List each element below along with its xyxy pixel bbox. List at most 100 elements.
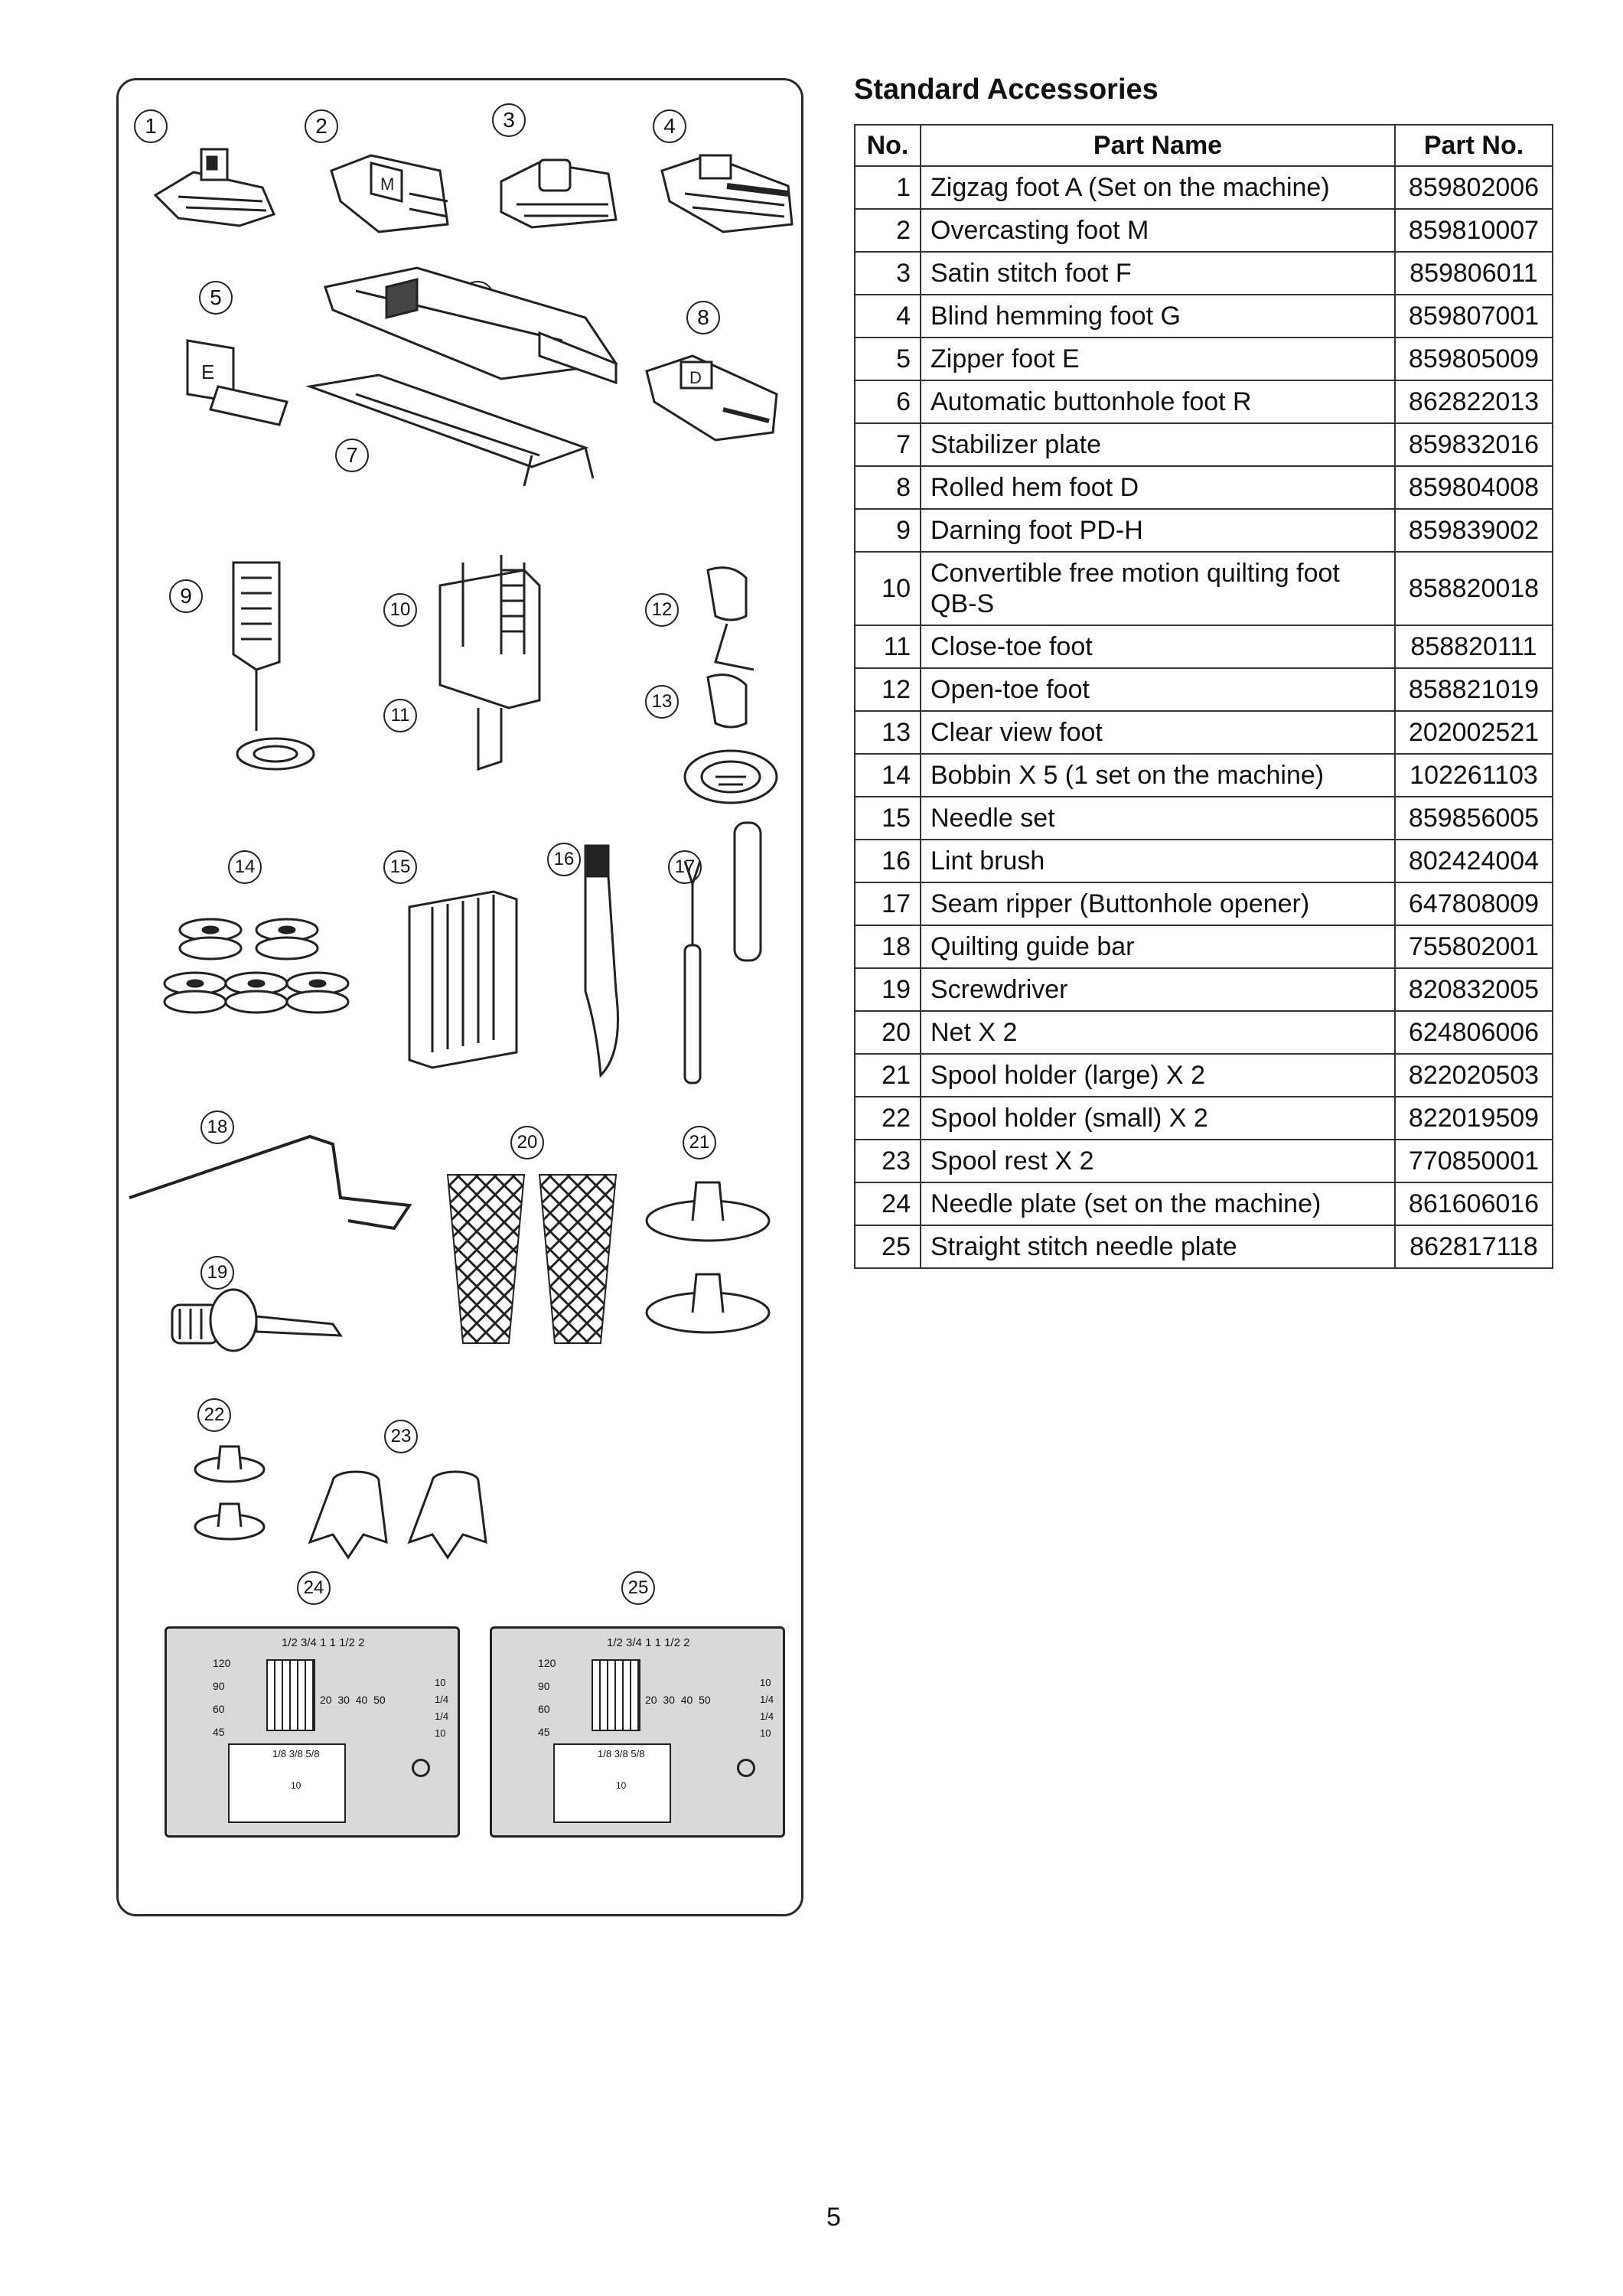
needle-plate-bottom-scale: 20 30 40 50 (320, 1694, 386, 1706)
table-cell-part-no: 859802006 (1394, 165, 1553, 210)
scale-label: 40 (680, 1694, 693, 1706)
callout-11: 11 (383, 699, 417, 732)
scale-label: 1/8 (272, 1748, 287, 1760)
scale-label: 1/2 (282, 1636, 298, 1649)
callout-7: 7 (335, 439, 369, 472)
table-cell-part-no: 859807001 (1394, 294, 1553, 338)
scale-label: 1/8 (598, 1748, 612, 1760)
scale-label: 1/4 (435, 1711, 449, 1722)
scale-label: 1/4 (760, 1694, 774, 1705)
needle-plate-fraction-scale: 1/2 3/4 1 1 1/2 2 (282, 1636, 364, 1649)
header-part-no: Part No. (1394, 124, 1553, 167)
table-cell-no: 14 (854, 753, 921, 797)
scale-label: 1 1/2 (329, 1636, 355, 1649)
feed-dog-slot (592, 1659, 640, 1731)
scale-label: 5/8 (305, 1748, 320, 1760)
scale-label: 3/4 (301, 1636, 317, 1649)
table-cell-part-name: Open-toe foot (920, 667, 1396, 712)
accessories-illustration-panel: 1 2 3 4 5 6 7 8 9 10 11 12 13 14 15 16 1… (116, 78, 803, 1916)
table-cell-part-no: 859839002 (1394, 508, 1553, 553)
bobbins-illustration (163, 918, 350, 1014)
table-header-row: No. Part Name Part No. (854, 124, 1553, 167)
table-cell-no: 25 (854, 1225, 921, 1269)
table-cell-part-name: Spool rest X 2 (920, 1139, 1396, 1183)
callout-23: 23 (384, 1420, 418, 1453)
table-cell-part-no: 858821019 (1394, 667, 1553, 712)
scale-label: 30 (337, 1694, 350, 1706)
table-cell-part-name: Close-toe foot (920, 625, 1396, 669)
nets-illustration (446, 1174, 618, 1344)
callout-2: 2 (305, 109, 338, 143)
table-cell-part-no: 858820111 (1394, 625, 1553, 669)
blind-hemming-foot-illustration (660, 154, 794, 233)
table-cell-part-name: Automatic buttonhole foot R (920, 380, 1396, 424)
table-cell-part-no: 822019509 (1394, 1096, 1553, 1140)
scale-label: 5/8 (631, 1748, 645, 1760)
overcasting-foot-illustration: M (330, 154, 449, 233)
scale-label: 45 (213, 1726, 225, 1738)
scale-label: 10 (616, 1780, 627, 1791)
scale-label: 10 (760, 1727, 771, 1739)
zipper-foot-illustration: E (186, 339, 288, 426)
scale-label: 1 (645, 1636, 652, 1649)
table-cell-no: 7 (854, 422, 921, 467)
scale-label: 10 (435, 1727, 446, 1739)
table-cell-part-name: Seam ripper (Buttonhole opener) (920, 882, 1396, 926)
scale-label: 3/8 (288, 1748, 303, 1760)
table-cell-part-no: 820832005 (1394, 967, 1553, 1012)
table-cell-part-name: Needle set (920, 796, 1396, 840)
screw-hole (412, 1759, 430, 1777)
svg-text:D: D (689, 368, 702, 387)
table-cell-part-name: Net X 2 (920, 1010, 1396, 1055)
straight-stitch-needle-plate-illustration: 1/2 3/4 1 1 1/2 2 120 90 60 45 20 30 40 … (490, 1626, 785, 1838)
scale-label: 1/2 (607, 1636, 623, 1649)
table-cell-part-name: Straight stitch needle plate (920, 1225, 1396, 1269)
svg-text:M: M (380, 174, 394, 194)
table-cell-no: 19 (854, 967, 921, 1012)
table-cell-part-name: Zipper foot E (920, 337, 1396, 381)
callout-16: 16 (547, 843, 581, 876)
scale-label: 90 (213, 1680, 225, 1692)
table-cell-part-no: 861606016 (1394, 1182, 1553, 1226)
scale-label: 45 (538, 1726, 550, 1738)
callout-1: 1 (134, 109, 168, 143)
screwdriver-illustration (171, 1288, 343, 1352)
table-cell-no: 16 (854, 839, 921, 883)
callout-21: 21 (683, 1126, 716, 1159)
table-cell-no: 23 (854, 1139, 921, 1183)
quilting-foot-illustration (438, 555, 541, 771)
scale-label: 3/4 (626, 1636, 642, 1649)
table-cell-no: 18 (854, 925, 921, 969)
table-cell-part-name: Satin stitch foot F (920, 251, 1396, 295)
table-cell-part-no: 859806011 (1394, 251, 1553, 295)
table-cell-part-name: Zigzag foot A (Set on the machine) (920, 165, 1396, 210)
table-cell-no: 4 (854, 294, 921, 338)
table-cell-part-no: 859804008 (1394, 465, 1553, 510)
screw-hole (737, 1759, 755, 1777)
scale-label: 1/4 (760, 1711, 774, 1722)
table-cell-no: 22 (854, 1096, 921, 1140)
callout-8: 8 (686, 301, 720, 334)
scale-label: 2 (358, 1636, 365, 1649)
scale-label: 50 (373, 1694, 386, 1706)
callout-12: 12 (645, 593, 679, 627)
callout-3: 3 (492, 103, 526, 137)
callout-13: 13 (645, 685, 679, 719)
table-cell-part-no: 822020503 (1394, 1053, 1553, 1097)
table-cell-part-name: Spool holder (large) X 2 (920, 1053, 1396, 1097)
callout-25: 25 (621, 1571, 655, 1605)
table-cell-no: 6 (854, 380, 921, 424)
table-cell-part-no: 859856005 (1394, 796, 1553, 840)
bobbin-cover: 1/8 3/8 5/8 10 (228, 1743, 346, 1823)
